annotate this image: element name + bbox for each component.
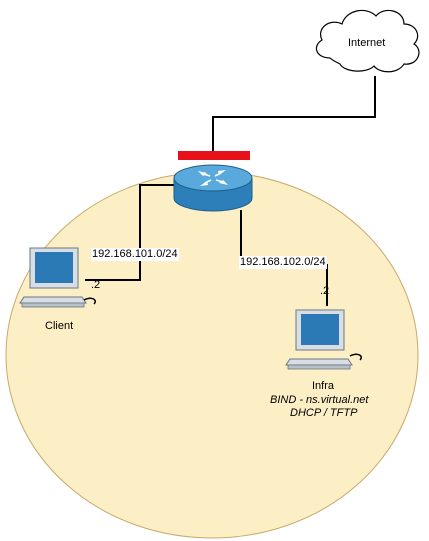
client-host-suffix: .2	[91, 279, 101, 291]
cloud-icon	[315, 9, 420, 73]
client-computer-icon	[19, 247, 96, 308]
subnet-right-label: 192.168.102.0/24	[239, 256, 327, 269]
link-router-client	[85, 184, 175, 281]
infra-name-label: Infra	[312, 380, 335, 392]
infra-service-bind: BIND - ns.virtual.net	[270, 394, 369, 406]
internet-label: Internet	[348, 37, 386, 49]
infra-service-dhcp: DHCP / TFTP	[290, 407, 358, 419]
client-name-label: Client	[45, 320, 74, 332]
link-internet-router	[212, 76, 376, 152]
firewall-bar	[178, 151, 250, 160]
router-icon	[173, 164, 253, 212]
subnet-left-label: 192.168.101.0/24	[91, 248, 179, 261]
infra-host-suffix: .2	[320, 285, 330, 297]
infra-computer-icon	[285, 309, 362, 370]
